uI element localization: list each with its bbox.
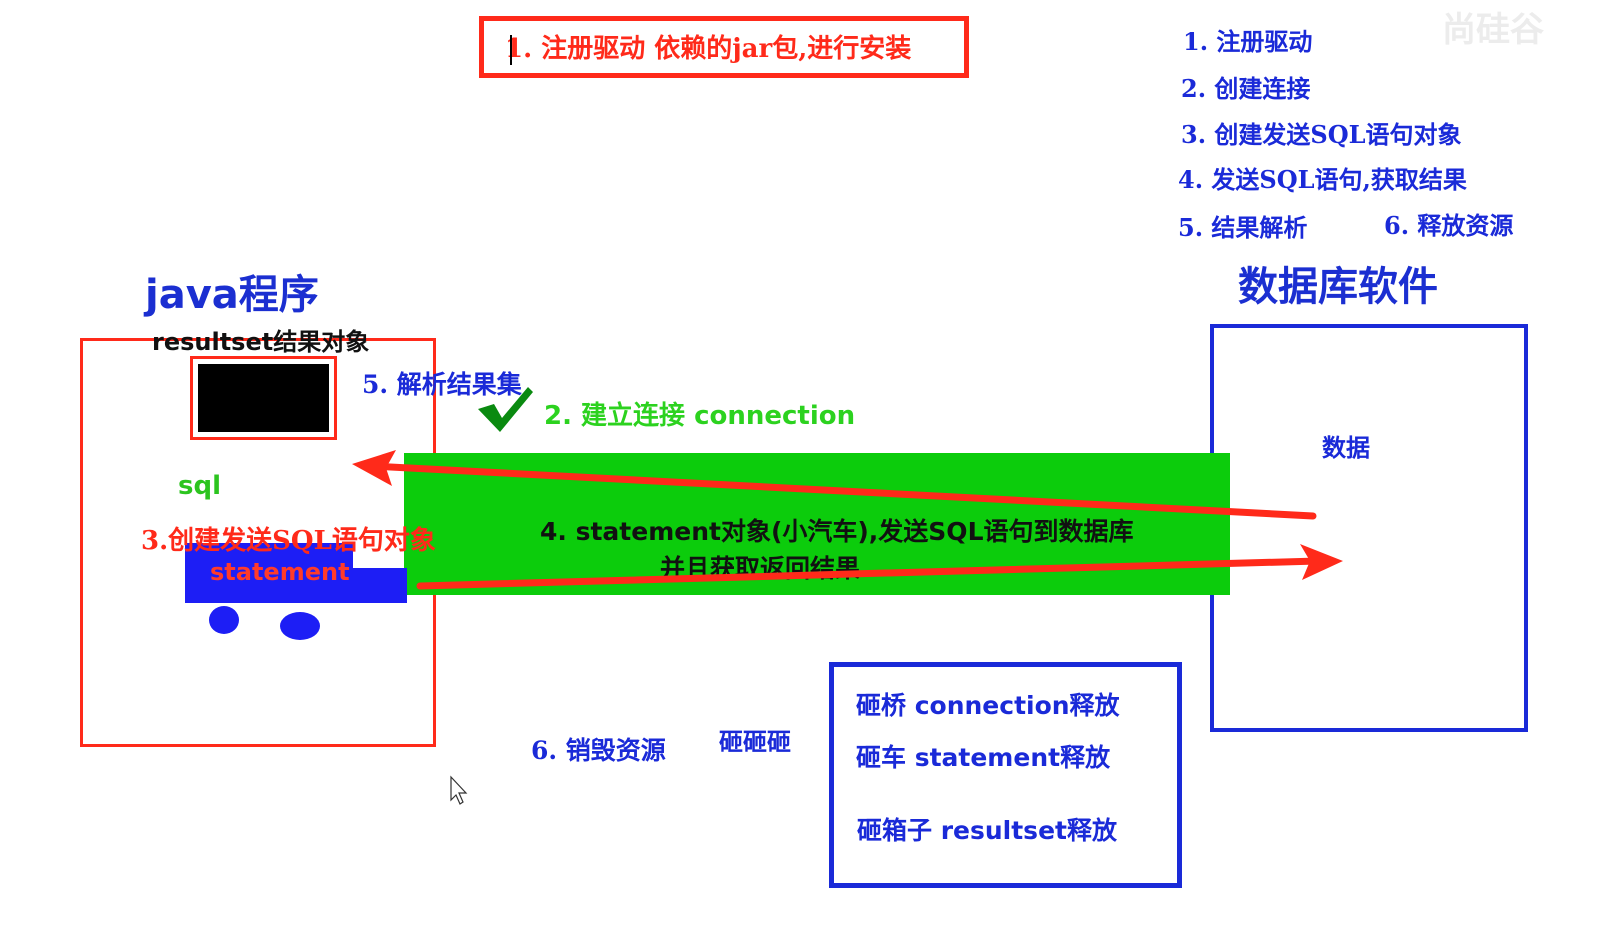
top-note-box xyxy=(479,16,969,78)
statement-car-label: statement xyxy=(210,558,350,586)
connection-label: 2. 建立连接 connection xyxy=(544,401,856,431)
text-cursor xyxy=(510,35,512,65)
release-statement-item: 砸车 statement释放 xyxy=(856,743,1111,772)
step-1: 1. 注册驱动 xyxy=(1183,27,1313,56)
create-statement-label: 3.创建发送SQL语句对象 xyxy=(141,526,436,556)
check-icon xyxy=(478,387,533,432)
return-arrow-head xyxy=(352,450,396,486)
watermark-logo: 尚硅谷 xyxy=(1442,10,1544,50)
resultset-box-fill xyxy=(198,364,329,432)
step-6: 6. 释放资源 xyxy=(1384,211,1514,240)
mouse-pointer-icon xyxy=(450,775,468,805)
return-arrow-line xyxy=(368,462,1317,520)
database-data-label: 数据 xyxy=(1322,433,1370,462)
database-software-title: 数据库软件 xyxy=(1238,264,1438,310)
step-3: 3. 创建发送SQL语句对象 xyxy=(1181,120,1462,149)
release-resultset-item: 砸箱子 resultset释放 xyxy=(857,816,1117,845)
statement-car-wheel xyxy=(280,612,320,640)
sql-label: sql xyxy=(178,471,221,501)
step-4: 4. 发送SQL语句,获取结果 xyxy=(1178,165,1467,194)
step-5: 5. 结果解析 xyxy=(1178,213,1308,242)
release-resources-box xyxy=(829,662,1182,888)
statement-car-wheel xyxy=(209,606,239,634)
smash-label: 砸砸砸 xyxy=(719,727,791,756)
java-program-title: java程序 xyxy=(145,272,319,318)
destroy-resources-label: 6. 销毁资源 xyxy=(531,736,666,765)
release-connection-item: 砸桥 connection释放 xyxy=(856,691,1120,720)
top-note-text: 1. 注册驱动 依赖的jar包,进行安装 xyxy=(505,34,912,64)
resultset-box xyxy=(190,356,337,440)
statement-car-body xyxy=(185,543,353,603)
step-2: 2. 创建连接 xyxy=(1181,74,1311,103)
band-text-line-1: 4. statement对象(小汽车),发送SQL语句到数据库 xyxy=(540,517,1134,546)
resultset-label: resultset结果对象 xyxy=(152,328,370,356)
send-arrow-head xyxy=(1300,544,1343,580)
parse-resultset-label: 5. 解析结果集 xyxy=(362,370,522,399)
statement-car-tail xyxy=(353,568,407,603)
send-arrow-line xyxy=(416,557,1322,590)
